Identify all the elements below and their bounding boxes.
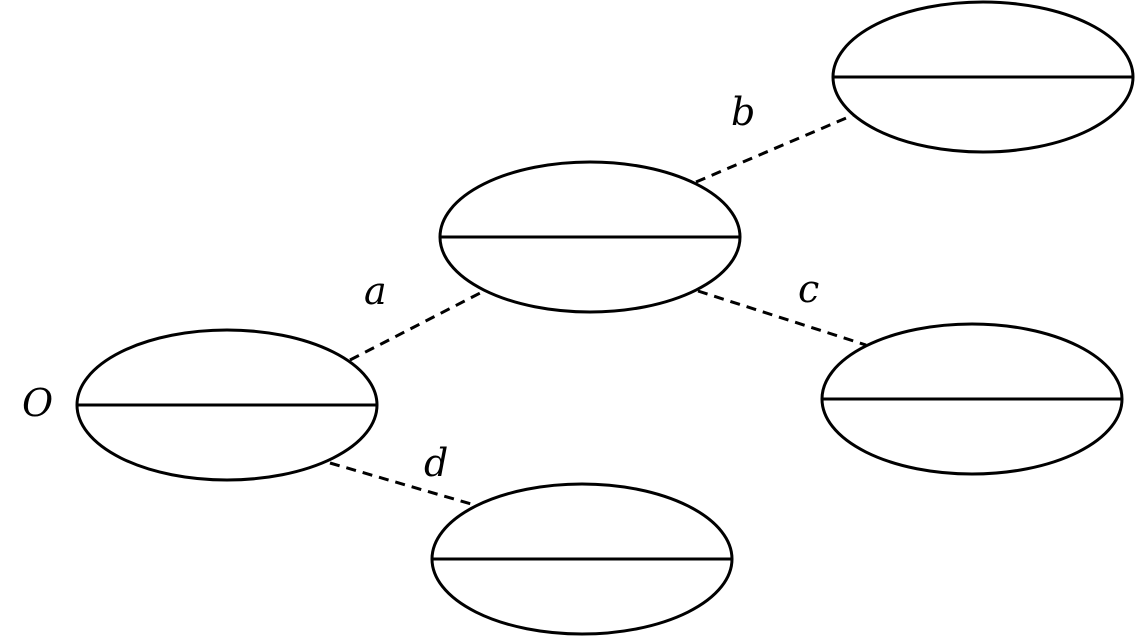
edge-label-a: a bbox=[364, 269, 387, 313]
node-middle bbox=[438, 160, 742, 314]
node-top-right bbox=[831, 0, 1135, 154]
edge-d bbox=[329, 461, 479, 508]
node-bottom bbox=[430, 482, 734, 636]
edge-a bbox=[349, 289, 485, 362]
edge-label-c: c bbox=[798, 267, 819, 311]
node-right bbox=[820, 322, 1124, 476]
edge-b bbox=[695, 111, 859, 184]
edge-label-d: d bbox=[424, 441, 448, 485]
node-root bbox=[75, 328, 379, 482]
edge-label-b: b bbox=[731, 90, 755, 134]
origin-label: O bbox=[22, 381, 53, 425]
edge-c bbox=[697, 289, 867, 347]
